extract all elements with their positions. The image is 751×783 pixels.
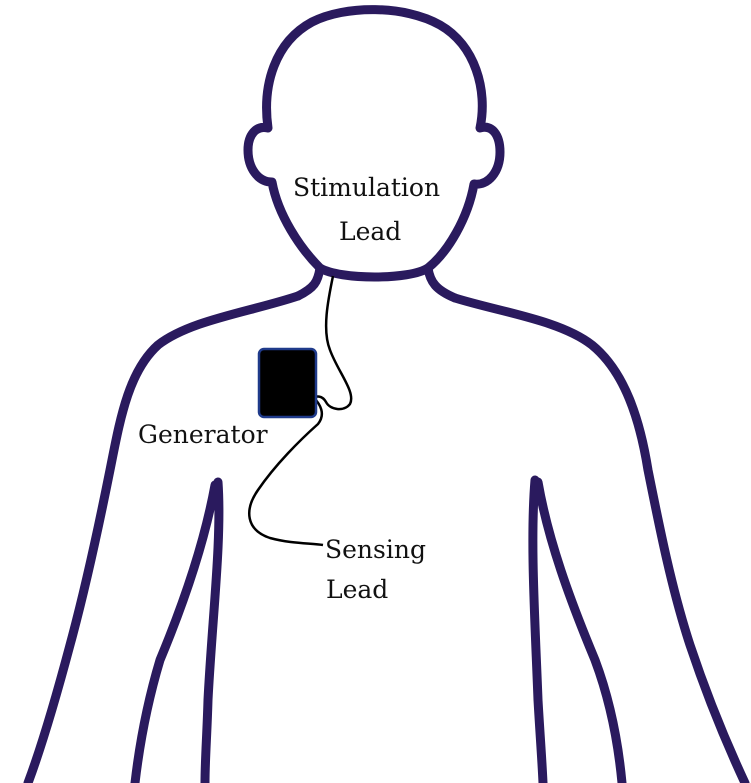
right-arm-inner [538, 482, 622, 783]
stimulation-label-line1: Stimulation [293, 173, 440, 202]
stimulation-label-line2: Lead [339, 217, 401, 246]
generator-label: Generator [138, 420, 268, 449]
left-arm-outer [28, 296, 298, 783]
right-torso [533, 480, 543, 783]
body-outline [28, 10, 745, 783]
neck-right [428, 268, 455, 298]
neck-left [298, 268, 320, 296]
sensing-label-line2: Lead [326, 575, 388, 604]
stimulation-lead-wire [314, 276, 351, 409]
sensing-label-line1: Sensing [325, 535, 426, 564]
right-arm-outer [455, 298, 745, 783]
generator-device [259, 349, 316, 417]
